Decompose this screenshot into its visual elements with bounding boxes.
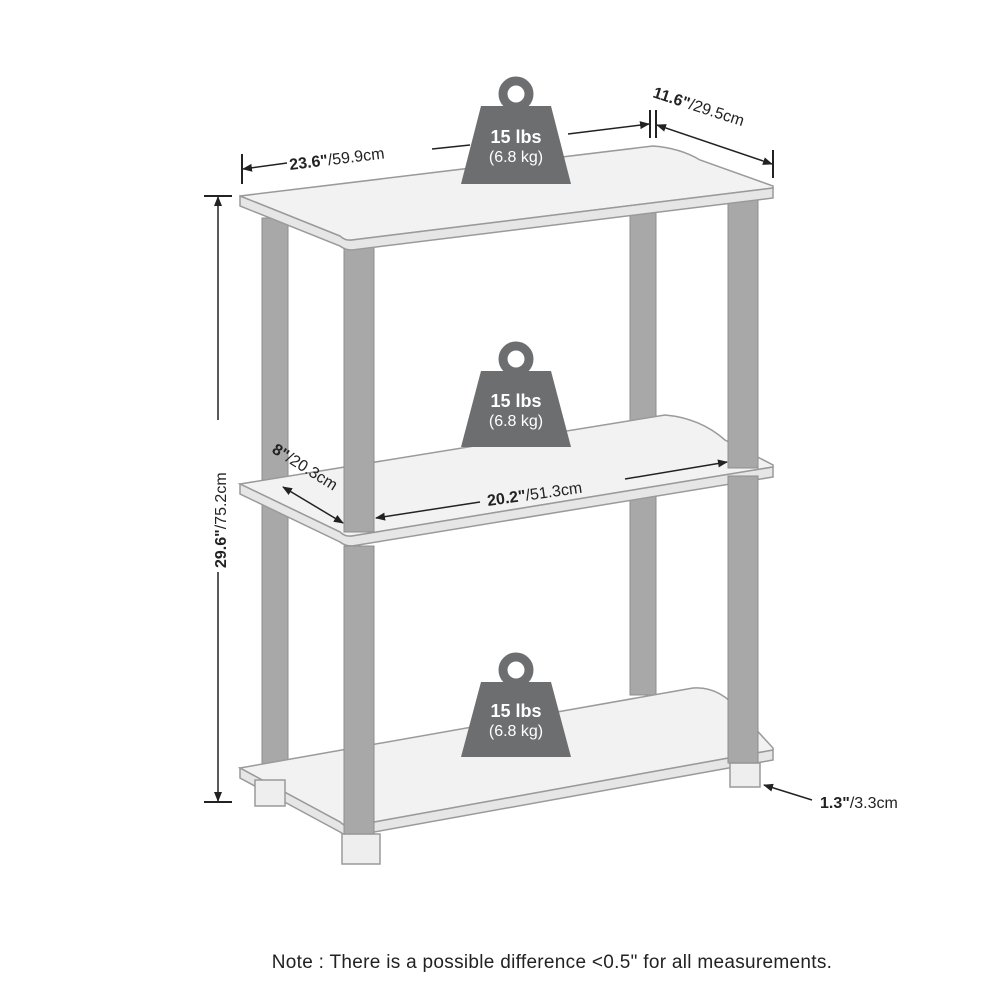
foot-back-left bbox=[254, 779, 286, 807]
bottom-shelf-edge bbox=[239, 749, 774, 837]
foot-height-arrow bbox=[763, 783, 813, 801]
width-arrow-right bbox=[567, 121, 650, 135]
weight-icon-top: 15 lbs (6.8 kg) bbox=[461, 76, 571, 184]
weight-middle-lbs: 15 lbs bbox=[490, 391, 541, 411]
foot-back-right bbox=[729, 762, 761, 788]
depth-arrow bbox=[656, 124, 773, 165]
weight-bottom-kg: (6.8 kg) bbox=[489, 723, 543, 740]
front-left-post-lower bbox=[343, 545, 375, 835]
width-arrow-mid bbox=[431, 144, 471, 150]
inner-width-arrow-right bbox=[624, 459, 728, 480]
width-arrow-left bbox=[242, 162, 288, 172]
top-shelf-edge bbox=[239, 187, 774, 251]
front-left-post-upper bbox=[343, 239, 375, 533]
front-right-post-lower bbox=[727, 475, 759, 764]
weight-top-kg: (6.8 kg) bbox=[489, 149, 543, 166]
front-right-post-upper bbox=[727, 197, 759, 469]
foot-front-left bbox=[341, 833, 381, 865]
weight-icon-middle: 15 lbs (6.8 kg) bbox=[461, 341, 571, 447]
weight-bottom-lbs: 15 lbs bbox=[490, 701, 541, 721]
inner-width-arrow-left bbox=[375, 501, 481, 521]
middle-shelf-edge bbox=[239, 466, 774, 547]
measurement-note: Note : There is a possible difference <0… bbox=[272, 952, 832, 973]
depth-label: 11.6"/29.5cm bbox=[651, 85, 746, 130]
foot-height-label: 1.3"/3.3cm bbox=[820, 795, 898, 812]
weight-top-lbs: 15 lbs bbox=[490, 127, 541, 147]
weight-icon-bottom: 15 lbs (6.8 kg) bbox=[461, 652, 571, 757]
inner-depth-arrow bbox=[282, 486, 344, 524]
width-label: 23.6"/59.9cm bbox=[288, 145, 385, 174]
height-label: 29.6"/75.2cm bbox=[213, 472, 230, 568]
weight-middle-kg: (6.8 kg) bbox=[489, 413, 543, 430]
